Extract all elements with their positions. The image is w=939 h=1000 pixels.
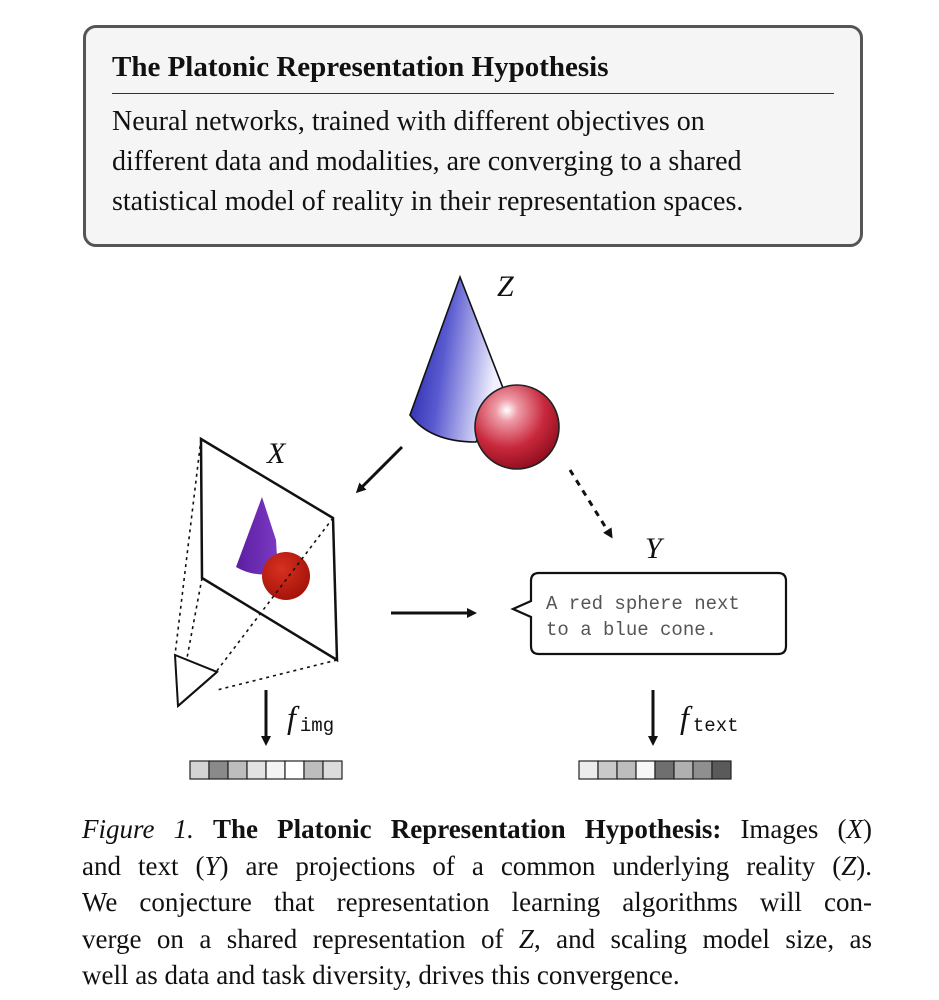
hypothesis-statement: Neural networks, trained with different … — [112, 102, 834, 222]
caption-line-4: verge on a shared representation of Z, a… — [82, 923, 873, 954]
blue-cone-shape — [409, 274, 504, 443]
bubble-line-1: A red sphere next — [546, 593, 740, 615]
text-embedding-cell — [597, 760, 618, 780]
f-img-label: f img — [287, 699, 334, 737]
text-embedding-cell — [673, 760, 694, 780]
dotted-arrow-z-to-y — [568, 469, 613, 539]
text-embedding-cell — [578, 760, 599, 780]
label-z: Z — [497, 270, 514, 303]
hypothesis-line-3: statistical model of reality in their re… — [112, 186, 744, 217]
image-embedding-cell — [189, 760, 210, 780]
reality-z-scene — [409, 274, 560, 470]
purple-cone-shape — [236, 497, 278, 575]
image-embedding-cell — [227, 760, 248, 780]
camera-shape — [173, 653, 219, 709]
text-embedding-cell — [711, 760, 732, 780]
hypothesis-line-2: different data and modalities, are conve… — [112, 146, 742, 177]
text-embedding-vector — [578, 760, 732, 780]
image-embedding-cell — [303, 760, 324, 780]
text-embedding-cell — [616, 760, 637, 780]
image-embedding-cell — [208, 760, 229, 780]
bubble-line-2: to a blue cone. — [546, 619, 717, 641]
red-sphere-shape — [474, 384, 560, 470]
image-plane-x — [173, 436, 339, 709]
label-x: X — [266, 437, 287, 470]
caption-bold-title: The Platonic Representation Hypothesis: — [212, 814, 722, 844]
hypothesis-title: The Platonic Representation Hypothesis — [112, 50, 834, 94]
image-embedding-cell — [284, 760, 305, 780]
svg-text:A red sphere next to a b: A red sphere next to a blue cone. — [546, 593, 751, 641]
image-embedding-cell — [322, 760, 343, 780]
f-text-label: f text — [680, 699, 739, 737]
caption-figure-label: Figure 1. — [82, 814, 194, 844]
text-embedding-cell — [654, 760, 675, 780]
caption-line-3: We conjecture that representation learni… — [82, 887, 872, 917]
hypothesis-box: The Platonic Representation Hypothesis N… — [83, 25, 863, 247]
caption-line-2: and text (Y) are projections of a common… — [82, 850, 872, 881]
image-embedding-vector — [189, 760, 343, 780]
arrow-z-to-x — [355, 445, 404, 494]
hypothesis-line-1: Neural networks, trained with different … — [112, 106, 705, 137]
image-embedding-cell — [246, 760, 267, 780]
platonic-figure: Z X Y A red sphere next to a blue cone. … — [173, 270, 788, 780]
small-red-sphere-shape — [262, 552, 310, 600]
label-y: Y — [645, 532, 665, 565]
image-embedding-cell — [265, 760, 286, 780]
caption-line-1: Figure 1. The Platonic Representation Hy… — [82, 814, 873, 844]
caption-line-5: well as data and task diversity, drives … — [82, 960, 680, 990]
text-embedding-cell — [635, 760, 656, 780]
text-embedding-cell — [692, 760, 713, 780]
figure-caption: Figure 1. The Platonic Representation Hy… — [82, 811, 872, 994]
text-bubble-y: A red sphere next to a blue cone. — [510, 571, 788, 656]
